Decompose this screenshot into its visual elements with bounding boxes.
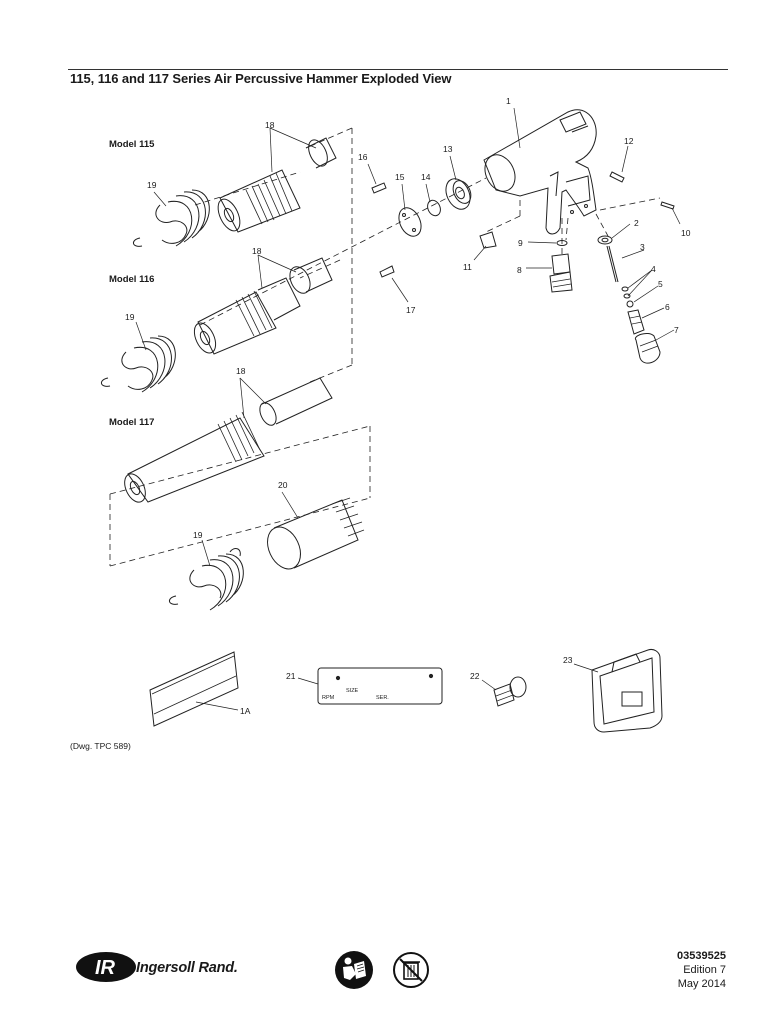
brand-name: Ingersoll Rand. bbox=[136, 960, 238, 976]
callout-1: 1 bbox=[506, 96, 511, 106]
callout-14: 14 bbox=[421, 172, 431, 182]
model-117-retainer-spring bbox=[169, 539, 244, 611]
nameplate-21 bbox=[297, 667, 443, 705]
callout-13: 13 bbox=[443, 144, 453, 154]
model-115-barrel bbox=[217, 127, 337, 233]
callout-18-model-116: 18 bbox=[252, 246, 262, 256]
callout-6: 6 bbox=[665, 302, 670, 312]
publish-date: May 2014 bbox=[677, 978, 726, 990]
callout-21: 21 bbox=[286, 671, 296, 681]
assembly-axis-lines bbox=[109, 127, 661, 567]
read-manual-icon bbox=[334, 950, 374, 995]
model-117-label: Model 117 bbox=[109, 417, 155, 428]
callout-18-model-117: 18 bbox=[236, 366, 246, 376]
screw-22 bbox=[481, 676, 527, 707]
model-115-retainer-spring bbox=[133, 189, 210, 247]
callout-11: 11 bbox=[463, 262, 472, 272]
callout-8: 8 bbox=[517, 265, 522, 275]
throttle-assembly bbox=[473, 145, 681, 364]
callout-10: 10 bbox=[681, 228, 691, 238]
callout-18-model-115: 18 bbox=[265, 120, 275, 130]
model-115-label: Model 115 bbox=[109, 139, 155, 150]
callout-5: 5 bbox=[658, 279, 663, 289]
valve-assembly bbox=[367, 155, 472, 303]
callout-17: 17 bbox=[406, 305, 416, 315]
callout-23: 23 bbox=[563, 655, 573, 665]
callout-4: 4 bbox=[651, 264, 656, 274]
hammer-housing bbox=[483, 107, 597, 235]
callout-2: 2 bbox=[634, 218, 639, 228]
ingersoll-rand-logo-icon: IR bbox=[74, 950, 138, 989]
callout-16: 16 bbox=[358, 152, 368, 162]
warning-label-1a bbox=[149, 651, 239, 727]
carrying-case-23 bbox=[573, 649, 663, 733]
callout-9: 9 bbox=[518, 238, 523, 248]
callout-19-model-115: 19 bbox=[147, 180, 157, 190]
callout-20: 20 bbox=[278, 480, 288, 490]
drawing-reference: (Dwg. TPC 589) bbox=[70, 741, 131, 751]
edition: Edition 7 bbox=[683, 964, 726, 976]
nameplate-size: SIZE bbox=[346, 688, 359, 694]
callout-15: 15 bbox=[395, 172, 405, 182]
callout-12: 12 bbox=[624, 136, 634, 146]
callout-22: 22 bbox=[470, 671, 480, 681]
callout-19-model-116: 19 bbox=[125, 312, 135, 322]
nameplate-ser: SER. bbox=[376, 695, 389, 701]
page-title: 115, 116 and 117 Series Air Percussive H… bbox=[70, 71, 452, 86]
document-number: 03539525 bbox=[677, 950, 726, 962]
nameplate-rpm: RPM bbox=[322, 695, 335, 701]
model-116-retainer-spring bbox=[101, 321, 176, 393]
callout-7: 7 bbox=[674, 325, 679, 335]
model-116-barrel bbox=[193, 254, 333, 355]
svg-text:IR: IR bbox=[95, 957, 116, 979]
callout-1a: 1A bbox=[240, 706, 251, 716]
model-117-barrel bbox=[124, 377, 333, 503]
document-info: 03539525 Edition 7 May 2014 bbox=[677, 949, 726, 991]
callout-19-model-117: 19 bbox=[193, 530, 203, 540]
model-117-sleeve bbox=[267, 491, 365, 570]
model-116-label: Model 116 bbox=[109, 274, 155, 285]
no-trash-disposal-icon bbox=[391, 950, 431, 995]
title-rule bbox=[68, 69, 728, 70]
callout-3: 3 bbox=[640, 242, 645, 252]
